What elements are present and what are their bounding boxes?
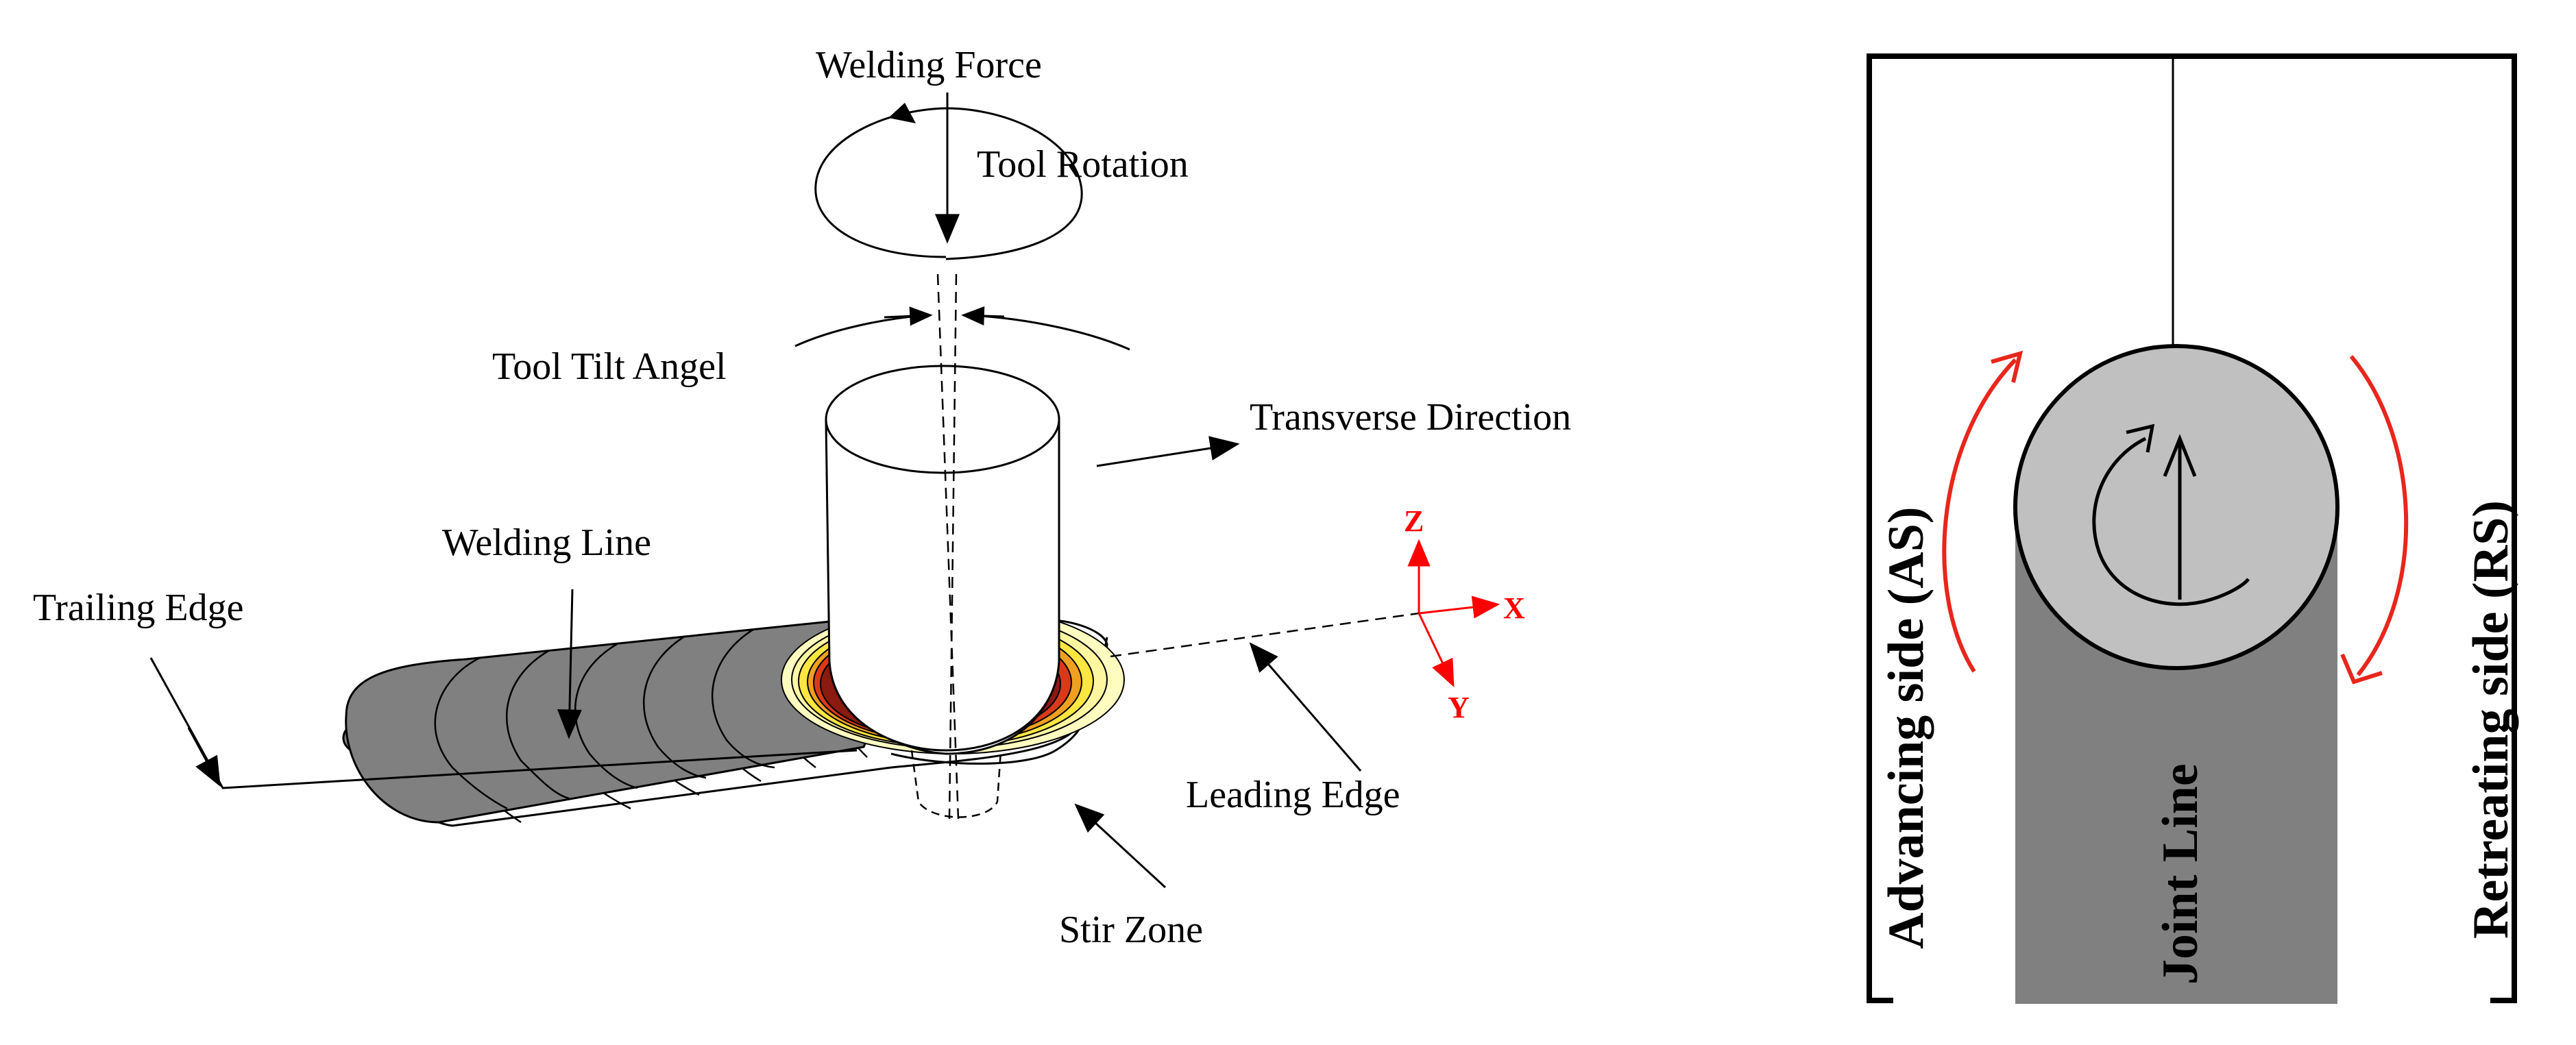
advancing-side-arrowhead [1991,350,2024,383]
trailing-edge-pointer [149,657,858,789]
transverse-direction-arrow [1096,436,1240,467]
tool-rotation-arrow-top [2092,437,2250,606]
trailing-edge-label: Trailing Edge [33,587,243,629]
tilt-arrow-left [884,306,933,326]
tool-rotation-arrow [814,107,1083,260]
tool-rotation-arrowhead-top [2126,423,2155,453]
tool-pin [910,750,1002,818]
retreating-side-arrow [2349,355,2409,676]
fsw-3d-schematic: Z X Y Welding Force Tool Rotation Tool T… [33,44,1571,951]
leading-edge-label: Leading Edge [1186,774,1400,816]
y-axis-arrow [1418,613,1455,688]
welding-line-dashed [1110,612,1420,658]
advancing-side-label: Advancing side (AS) [1878,506,1934,949]
advancing-side-arrow [1942,358,2017,673]
z-axis-label: Z [1404,504,1424,538]
y-axis-label: Y [1448,691,1470,724]
tilt-arrow-right [961,306,1005,326]
welding-force-label: Welding Force [816,44,1042,86]
weld-slice-arcs [434,628,775,810]
joint-line-label: Joint Line [2152,763,2209,985]
tool-tilt-angle-label: Tool Tilt Angel [492,345,727,388]
coordinate-axes: Z X Y [1404,504,1525,724]
tilt-arc-left [794,314,926,347]
retreating-side-label: Retreating side (RS) [2463,500,2519,939]
travel-direction-arrowhead [2163,434,2197,477]
tool-axis-dashed-1 [936,273,960,820]
transverse-direction-label: Transverse Direction [1250,396,1571,439]
tool-rotation-label: Tool Rotation [977,143,1189,186]
leading-edge-pointer [1249,642,1362,772]
x-axis-label: X [1503,591,1525,625]
tool-shoulder-circle [2013,344,2340,670]
stir-zone-pointer [1074,803,1167,889]
x-axis-arrow [1418,595,1500,619]
retreating-side-arrowhead [2340,653,2383,685]
rotation-arrowhead [888,103,916,123]
top-view-frame [1867,53,2517,1003]
tilt-arc-right [962,314,1130,351]
stir-zone-label: Stir Zone [1059,909,1203,951]
welding-line-label: Welding Line [442,521,651,564]
welding-line-pointer [557,589,582,739]
fsw-top-view-schematic: Advancing side (AS) Retreating side (RS)… [1867,53,2519,1004]
tool-axis-dashed-2 [948,273,958,820]
trailing-edge-arrow [187,727,221,787]
